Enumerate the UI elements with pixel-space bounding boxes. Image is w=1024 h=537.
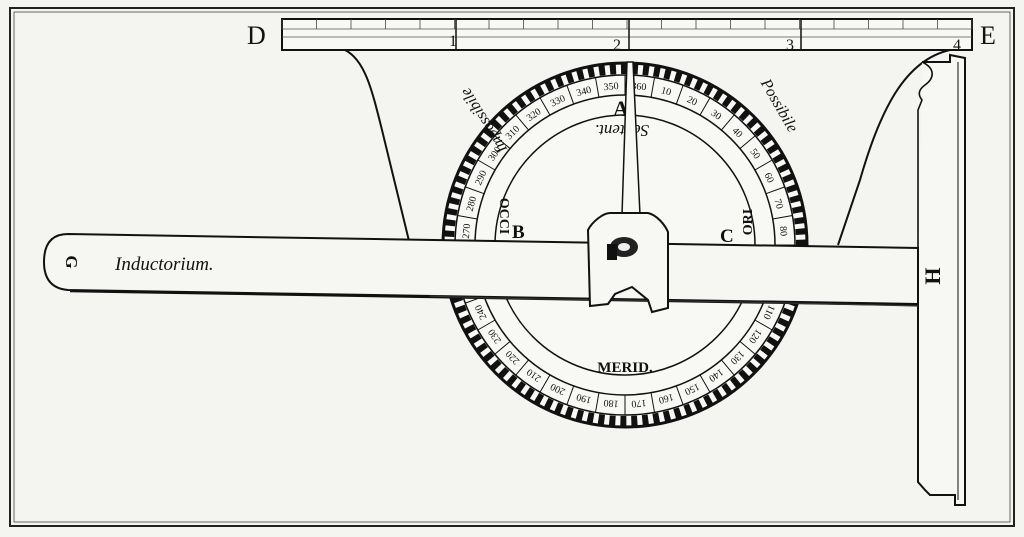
dial-tick (675, 85, 684, 105)
dial-degree-label: 350 (603, 81, 619, 93)
dial-degree-label: 60 (762, 171, 776, 185)
dial-tick (739, 341, 756, 355)
bracket-right (837, 49, 951, 246)
dial-tick (699, 97, 711, 116)
dial-tick (515, 114, 529, 131)
scale-label-3: 3 (786, 37, 794, 54)
ruler-de (281, 18, 973, 51)
dial-tick (594, 77, 600, 98)
dial-degree-label: 180 (603, 397, 619, 409)
scale-label-2: 2 (613, 37, 621, 54)
dial-degree-label: 170 (631, 397, 647, 409)
bracket-left (344, 49, 411, 246)
label-orient: ORI (741, 209, 756, 235)
dial-tick (465, 186, 485, 195)
label-D: D (247, 21, 266, 50)
scale-label-4: 4 (953, 37, 961, 54)
dial-tick (539, 97, 551, 116)
dial-tick (650, 77, 656, 98)
dial-tick (594, 392, 600, 413)
frame-border (9, 7, 1015, 527)
dial-degree-label: 20 (685, 94, 699, 108)
label-H: H (920, 267, 945, 284)
label-E: E (980, 21, 996, 50)
dial-tick (754, 159, 773, 171)
frame-inner-border (13, 11, 1011, 523)
label-occi: OCCI (496, 198, 511, 235)
dial-tick (539, 374, 551, 393)
dial-tick (739, 135, 756, 149)
dial-tick (457, 214, 478, 220)
dial-tick (494, 135, 511, 149)
dial-tick (494, 341, 511, 355)
dial-degree-label: 70 (771, 198, 784, 211)
dial-degree-label: 280 (465, 195, 480, 212)
label-C: C (720, 226, 734, 247)
dial-tick (515, 359, 529, 376)
dial-tick (765, 186, 785, 195)
dial-ticks (455, 75, 795, 415)
dial-tick (754, 319, 773, 331)
dial-tick (772, 214, 793, 220)
label-inductorium: Inductorium. (114, 254, 214, 275)
dial-tick (566, 85, 575, 105)
dial-degree-label: 10 (660, 85, 673, 98)
dial-tick (721, 114, 735, 131)
dial-degree-label: 80 (777, 226, 789, 237)
t-square-h (917, 53, 966, 506)
inductorium-bar (42, 232, 919, 307)
dial-degree-label: 340 (575, 85, 592, 100)
dial-degree-label: 160 (657, 391, 674, 406)
label-septent: Septent. (595, 121, 649, 140)
dial-tick (477, 319, 496, 331)
dial-tick (699, 374, 711, 393)
dial-tick (477, 159, 496, 171)
dial-tick (721, 359, 735, 376)
label-merid: MERID. (597, 360, 653, 376)
dial-degree-label: 270 (461, 223, 473, 239)
label-G: G (62, 255, 81, 268)
scale-label-1: 1 (449, 33, 457, 50)
label-B: B (512, 222, 525, 243)
dial-degree-label: 190 (575, 391, 592, 406)
center-clamp (586, 212, 669, 314)
dial-tick (675, 385, 684, 405)
dial-tick (566, 385, 575, 405)
dial-tick (650, 392, 656, 413)
